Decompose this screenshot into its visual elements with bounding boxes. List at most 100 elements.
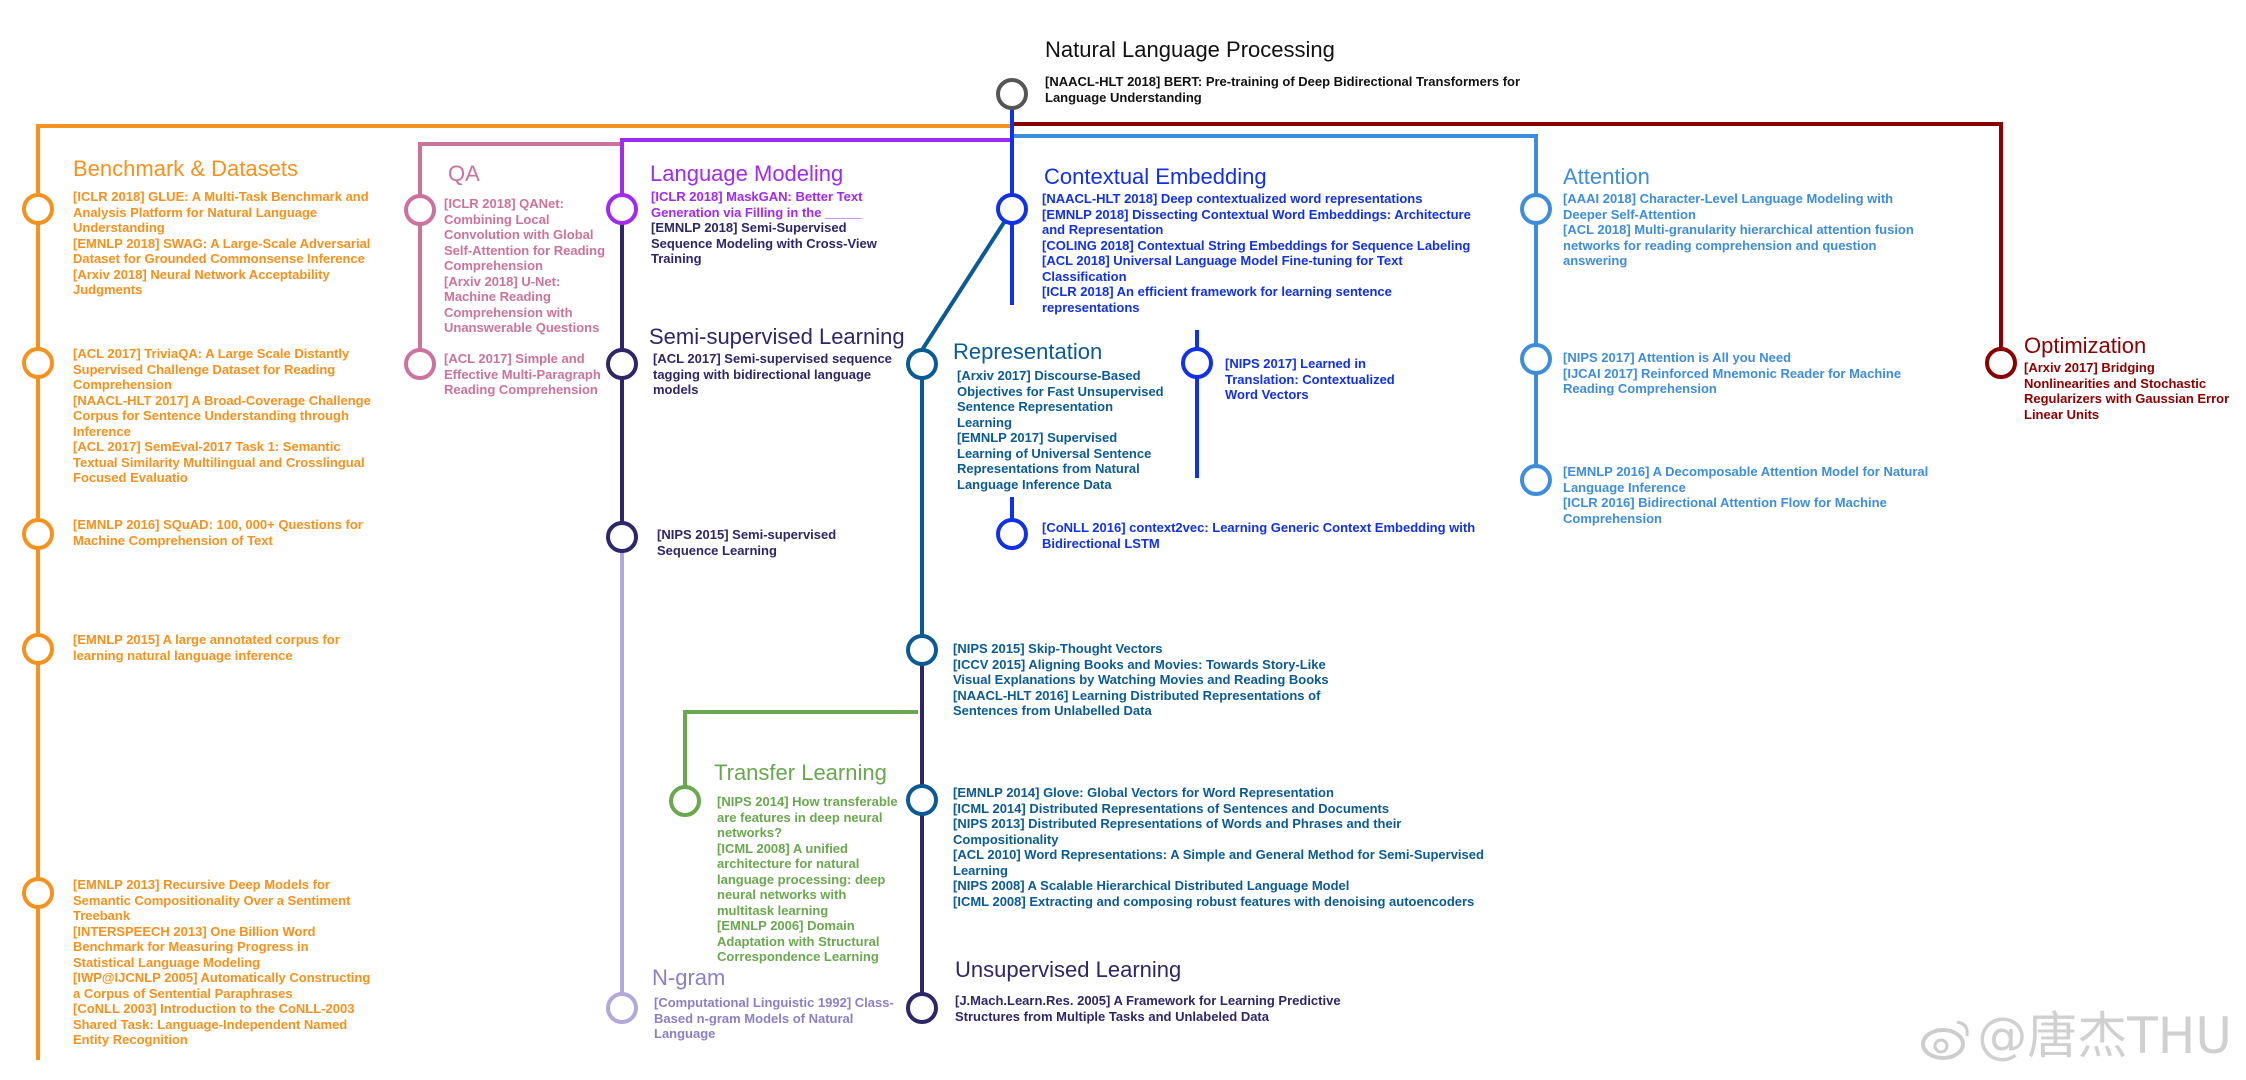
paper-ref: [ACL 2018] Universal Language Model Fine… bbox=[1042, 253, 1403, 284]
representation-node-2 bbox=[906, 634, 938, 666]
language-modeling-node bbox=[606, 193, 638, 225]
paper-ref: [EMNLP 2016] A Decomposable Attention Mo… bbox=[1563, 464, 1929, 495]
paper-ref: [EMNLP 2014] Glove: Global Vectors for W… bbox=[953, 785, 1334, 800]
unsupervised-refs: [J.Mach.Learn.Res. 2005] A Framework for… bbox=[955, 993, 1375, 1024]
ngram-refs: [Computational Linguistic 1992] Class-Ba… bbox=[654, 995, 904, 1042]
paper-ref: [Arxiv 2017] Discourse-Based Objectives … bbox=[957, 368, 1164, 430]
ngram-node bbox=[606, 992, 638, 1024]
paper-ref: [ACL 2017] SemEval-2017 Task 1: Semantic… bbox=[73, 439, 365, 485]
optimization-line bbox=[1012, 122, 2003, 358]
paper-ref: [Arxiv 2018] Neural Network Acceptabilit… bbox=[73, 266, 330, 298]
paper-ref: [EMNLP 2017] Supervised Learning of Univ… bbox=[957, 430, 1152, 492]
representation-refs-3: [EMNLP 2014] Glove: Global Vectors for W… bbox=[953, 785, 1498, 909]
benchmark-title: Benchmark & Datasets bbox=[73, 156, 298, 181]
benchmark-refs-2: [ACL 2017] TriviaQA: A Large Scale Dista… bbox=[73, 346, 373, 486]
language-modeling-ref-2: [EMNLP 2018] Semi-Supervised Sequence Mo… bbox=[651, 220, 883, 267]
contextual-node bbox=[996, 193, 1028, 225]
semi-supervised-refs-1: [ACL 2017] Semi-supervised sequence tagg… bbox=[653, 351, 903, 398]
context2vec-refs: [CoNLL 2016] context2vec: Learning Gener… bbox=[1042, 520, 1482, 551]
paper-ref: [ICML 2008] A unified architecture for n… bbox=[717, 840, 886, 918]
paper-ref: [NIPS 2015] Semi-supervised Sequence Lea… bbox=[657, 527, 837, 558]
weibo-logo-icon bbox=[1921, 1020, 1970, 1060]
benchmark-refs-1: [ICLR 2018] GLUE: A Multi-Task Benchmark… bbox=[73, 189, 373, 298]
paper-ref: [NAACL-HLT 2016] Learning Distributed Re… bbox=[953, 687, 1321, 719]
paper-ref: [ICLR 2018] MaskGAN: Better Text Generat… bbox=[651, 189, 863, 220]
paper-ref: [ACL 2018] Multi-granularity hierarchica… bbox=[1563, 222, 1914, 268]
benchmark-node-5 bbox=[22, 877, 54, 909]
paper-ref: [ICML 2008] Extracting and composing rob… bbox=[953, 893, 1475, 909]
paper-ref: [NIPS 2015] Skip-Thought Vectors bbox=[953, 641, 1163, 656]
semi-supervised-node-1 bbox=[606, 348, 638, 380]
transfer-node bbox=[669, 785, 701, 817]
paper-ref: [ICLR 2018] An efficient framework for l… bbox=[1042, 284, 1392, 315]
semi-supervised-title: Semi-supervised Learning bbox=[649, 324, 905, 349]
paper-ref: [ICLR 2018] QANet: Combining Local Convo… bbox=[444, 196, 606, 273]
paper-ref: [EMNLP 2018] SWAG: A Large-Scale Adversa… bbox=[73, 235, 371, 267]
paper-ref: [ICLR 2016] Bidirectional Attention Flow… bbox=[1563, 495, 1887, 526]
qa-refs-2: [ACL 2017] Simple and Effective Multi-Pa… bbox=[444, 351, 609, 398]
root-node bbox=[996, 78, 1028, 110]
paper-ref: [NIPS 2008] A Scalable Hierarchical Dist… bbox=[953, 878, 1350, 893]
paper-ref: [EMNLP 2006] Domain Adaptation with Stru… bbox=[717, 918, 880, 964]
paper-ref: [EMNLP 2018] Semi-Supervised Sequence Mo… bbox=[651, 220, 877, 266]
paper-ref: [NIPS 2017] Attention is All you Need bbox=[1563, 350, 1792, 365]
paper-ref: [ACL 2010] Word Representations: A Simpl… bbox=[953, 847, 1484, 878]
attention-node-3 bbox=[1520, 464, 1552, 496]
qa-refs-1: [ICLR 2018] QANet: Combining Local Convo… bbox=[444, 196, 614, 336]
paper-ref: [ICCV 2015] Aligning Books and Movies: T… bbox=[953, 656, 1329, 688]
ngram-title: N-gram bbox=[652, 965, 726, 990]
contextual-refs: [NAACL-HLT 2018] Deep contextualized wor… bbox=[1042, 191, 1482, 315]
root-refs: [NAACL-HLT 2018] BERT: Pre-training of D… bbox=[1045, 74, 1585, 105]
benchmark-refs-5: [EMNLP 2013] Recursive Deep Models for S… bbox=[73, 877, 373, 1048]
unsupervised-node bbox=[906, 992, 938, 1024]
context2vec-node bbox=[996, 518, 1028, 550]
optimization-node bbox=[1985, 347, 2017, 379]
transfer-line bbox=[683, 710, 918, 800]
benchmark-node-4 bbox=[22, 633, 54, 665]
paper-ref: [ICLR 2018] GLUE: A Multi-Task Benchmark… bbox=[73, 189, 369, 235]
cove-refs: [NIPS 2017] Learned in Translation: Cont… bbox=[1225, 356, 1425, 403]
language-modeling-ref-1: [ICLR 2018] MaskGAN: Better Text Generat… bbox=[651, 189, 883, 220]
representation-title: Representation bbox=[953, 339, 1103, 364]
paper-ref: [ACL 2017] Semi-supervised sequence tagg… bbox=[653, 351, 892, 397]
paper-ref: [NIPS 2017] Learned in Translation: Cont… bbox=[1225, 356, 1395, 402]
attention-refs-3: [EMNLP 2016] A Decomposable Attention Mo… bbox=[1563, 464, 1935, 526]
paper-ref: [Arxiv 2018] U-Net: Machine Reading Comp… bbox=[444, 273, 600, 336]
paper-ref: [NIPS 2013] Distributed Representations … bbox=[953, 816, 1402, 847]
attention-refs-2: [NIPS 2017] Attention is All you Need[IJ… bbox=[1563, 350, 1935, 397]
language-modeling-title: Language Modeling bbox=[650, 161, 844, 186]
semi-supervised-node-2 bbox=[606, 521, 638, 553]
paper-ref: [J.Mach.Learn.Res. 2005] A Framework for… bbox=[955, 993, 1341, 1024]
transfer-title: Transfer Learning bbox=[714, 760, 887, 785]
attention-refs-1: [AAAI 2018] Character-Level Language Mod… bbox=[1563, 191, 1935, 269]
qa-title: QA bbox=[448, 161, 480, 186]
paper-ref: [NAACL-HLT 2018] BERT: Pre-training of D… bbox=[1045, 74, 1521, 105]
paper-ref: [EMNLP 2015] A large annotated corpus fo… bbox=[73, 632, 340, 663]
root-title: Natural Language Processing bbox=[1045, 37, 1335, 62]
paper-ref: [INTERSPEECH 2013] One Billion Word Benc… bbox=[73, 923, 316, 970]
attention-node-2 bbox=[1520, 343, 1552, 375]
transfer-refs: [NIPS 2014] How transferable are feature… bbox=[717, 794, 903, 965]
paper-ref: [IJCAI 2017] Reinforced Mnemonic Reader … bbox=[1563, 365, 1902, 397]
paper-ref: [ACL 2017] Simple and Effective Multi-Pa… bbox=[444, 351, 601, 397]
benchmark-refs-3: [EMNLP 2016] SQuAD: 100, 000+ Questions … bbox=[73, 517, 373, 548]
paper-ref: [EMNLP 2013] Recursive Deep Models for S… bbox=[73, 877, 351, 923]
paper-ref: [CoNLL 2003] Introduction to the CoNLL-2… bbox=[73, 1001, 355, 1047]
optimization-title: Optimization bbox=[2024, 333, 2147, 358]
paper-ref: [ACL 2017] TriviaQA: A Large Scale Dista… bbox=[73, 346, 350, 392]
semi-supervised-refs-2: [NIPS 2015] Semi-supervised Sequence Lea… bbox=[657, 527, 877, 558]
optimization-refs: [Arxiv 2017] Bridging Nonlinearities and… bbox=[2024, 360, 2236, 422]
paper-ref: [EMNLP 2016] SQuAD: 100, 000+ Questions … bbox=[73, 517, 363, 548]
qa-line bbox=[418, 142, 620, 360]
watermark-text: @唐杰THU bbox=[1977, 1006, 2232, 1065]
representation-refs-1: [Arxiv 2017] Discourse-Based Objectives … bbox=[957, 368, 1169, 492]
benchmark-node-1 bbox=[22, 193, 54, 225]
qa-node-2 bbox=[404, 348, 436, 380]
attention-title: Attention bbox=[1563, 164, 1650, 189]
representation-node-1 bbox=[906, 348, 938, 380]
representation-refs-2: [NIPS 2015] Skip-Thought Vectors[ICCV 20… bbox=[953, 641, 1358, 719]
paper-ref: [NAACL-HLT 2017] A Broad-Coverage Challe… bbox=[73, 392, 371, 439]
paper-ref: [EMNLP 2018] Dissecting Contextual Word … bbox=[1042, 206, 1471, 238]
benchmark-node-2 bbox=[22, 347, 54, 379]
